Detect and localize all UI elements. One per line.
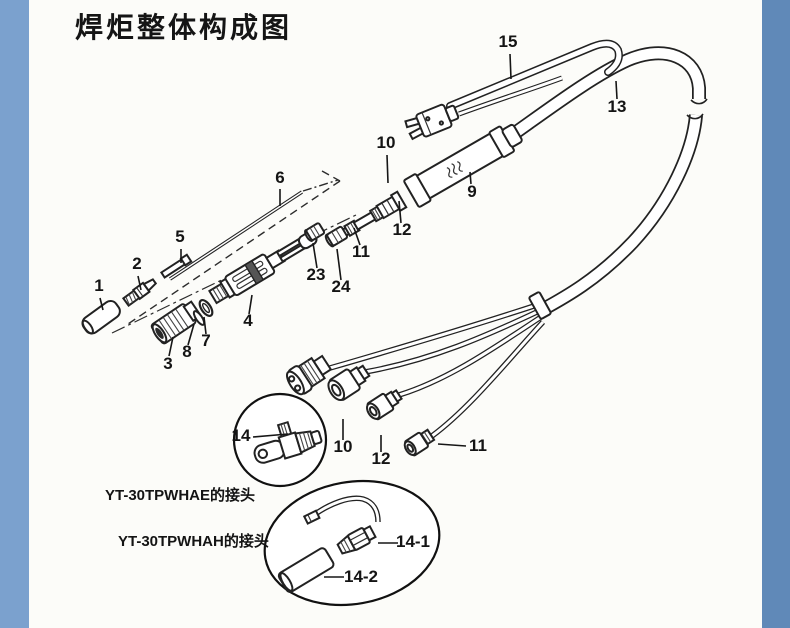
part-8-washer <box>192 310 206 326</box>
cable-to-10 <box>364 308 541 375</box>
part-1-nozzle <box>81 299 121 335</box>
leader-line-10 <box>386 154 389 184</box>
sheath-cuff <box>528 291 552 320</box>
detail-callout-whae <box>232 392 328 488</box>
part-label-10: 10 <box>334 437 353 456</box>
connector-10 <box>327 364 371 401</box>
power-connector <box>286 354 333 396</box>
part-label-14-1: 14-1 <box>396 532 430 551</box>
leader-line-3 <box>168 336 174 357</box>
part-label-12: 12 <box>372 449 391 468</box>
left-border-stripe <box>0 0 29 628</box>
part-label-3: 3 <box>163 354 172 373</box>
leader-line-2 <box>137 275 142 291</box>
caption-whae: YT-30TPWHAE的接头 <box>105 486 255 504</box>
part-label-7: 7 <box>201 331 210 350</box>
part-label-24: 24 <box>332 277 351 296</box>
part-label-12: 12 <box>393 220 412 239</box>
part-label-5: 5 <box>175 227 184 246</box>
power-cable <box>329 302 538 371</box>
grip-texture <box>446 161 463 178</box>
switch-plug <box>404 103 460 141</box>
part-label-6: 6 <box>275 168 284 187</box>
leader-line-8 <box>187 323 195 346</box>
service-cables <box>329 291 552 439</box>
leader-line-23 <box>312 242 318 269</box>
connector-12 <box>366 388 403 421</box>
part-label-11: 11 <box>469 436 487 455</box>
part-label-1: 1 <box>94 276 103 295</box>
part-23-fitting <box>304 222 326 242</box>
leader-line-11 <box>353 227 361 246</box>
part-3-nozzle-holder <box>150 300 203 345</box>
part-label-15: 15 <box>499 32 518 51</box>
cable-to-12 <box>398 314 543 398</box>
part-14-gas-valve <box>253 420 323 464</box>
leader-line-1 <box>99 297 104 311</box>
part-7-o-ring <box>198 299 214 317</box>
part-9-handle <box>340 123 523 238</box>
part-label-23: 23 <box>307 265 326 284</box>
part-label-8: 8 <box>182 342 191 361</box>
leader-line-9 <box>469 171 472 185</box>
leader-line-24 <box>336 248 342 281</box>
part-label-10: 10 <box>377 133 396 152</box>
part-label-13: 13 <box>608 97 627 116</box>
part-label-11: 11 <box>352 242 370 261</box>
caption-whah: YT-30TPWHAH的接头 <box>118 532 269 550</box>
part-6-liner-rod <box>169 179 339 281</box>
part-2-contact-tip <box>121 278 158 308</box>
part-24-fitting <box>324 225 349 248</box>
part-15-switch-lead-tube <box>446 39 623 110</box>
leader-line-7 <box>203 316 207 335</box>
cable-to-11 <box>430 320 546 439</box>
leader-line-4 <box>248 294 253 315</box>
leader-line-15 <box>509 53 512 80</box>
part-14-1-hose <box>302 495 381 555</box>
part-label-14: 14 <box>232 426 251 445</box>
leader-line-11 <box>437 443 467 447</box>
switch-lead-inner-cable <box>458 75 563 117</box>
part-label-4: 4 <box>243 311 253 330</box>
right-border-stripe <box>762 0 790 628</box>
leader-line-12 <box>398 200 402 224</box>
leader-line-14 <box>252 433 289 438</box>
page-title: 焊炬整体构成图 <box>75 12 292 43</box>
part-13-cable-bundle <box>500 46 708 318</box>
part-14-2-sleeve <box>277 547 335 593</box>
assembly-centerline <box>111 170 357 334</box>
part-5-gas-tube <box>159 253 193 279</box>
part-4-torch-body <box>208 230 318 305</box>
part-label-9: 9 <box>467 182 476 201</box>
detail-callout-whah <box>263 479 441 607</box>
connector-11 <box>403 428 436 457</box>
part-label-14-2: 14-2 <box>344 567 378 586</box>
part-label-2: 2 <box>132 254 141 273</box>
leader-line-13 <box>615 80 618 100</box>
